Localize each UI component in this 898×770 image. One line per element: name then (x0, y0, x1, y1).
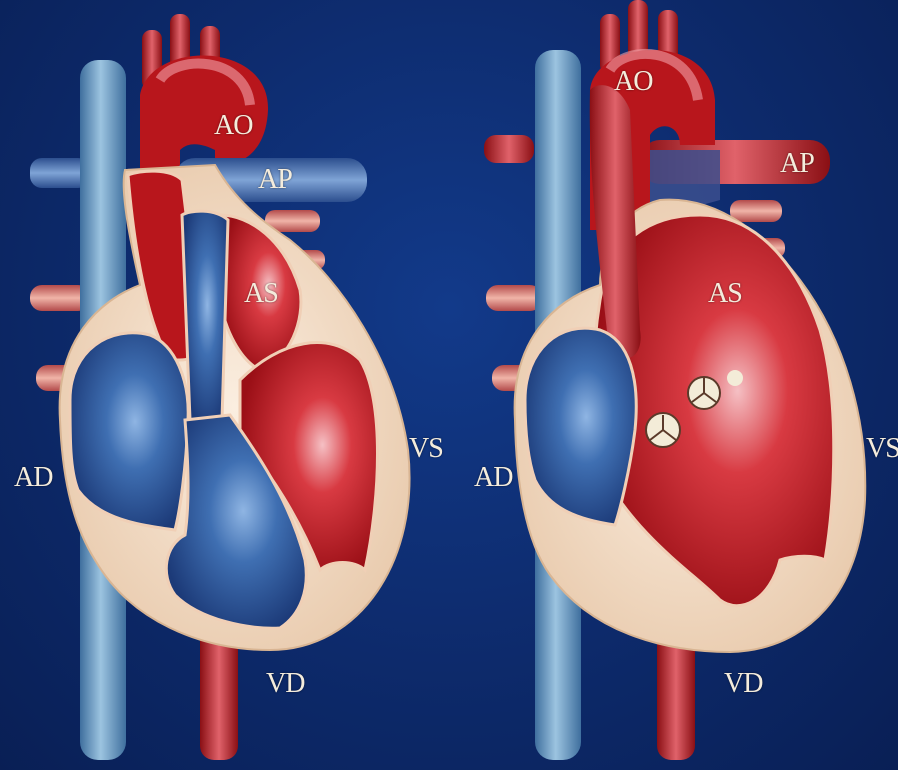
pulmonary-trunk (182, 211, 228, 420)
label-vd-right: VD (724, 668, 762, 700)
pulmonary-vein-right-1 (730, 200, 782, 222)
label-ao-left: AO (214, 110, 252, 142)
label-as-right: AS (708, 278, 742, 310)
label-vs-left: VS (409, 433, 443, 465)
label-vd-left: VD (266, 668, 304, 700)
label-ad-left: AD (14, 462, 52, 494)
label-ap-left: AP (258, 164, 292, 196)
label-as-left: AS (244, 278, 278, 310)
right-heart (484, 0, 865, 760)
label-ap-right: AP (780, 148, 814, 180)
valve-2 (688, 377, 720, 409)
label-ao-right: AO (614, 66, 652, 98)
label-ad-right: AD (474, 462, 512, 494)
valve-1 (646, 413, 680, 447)
label-vs-right: VS (866, 433, 898, 465)
pulmonary-vein-left-1 (486, 285, 542, 311)
right-branch-vessel (484, 135, 534, 163)
right-atrium (70, 333, 188, 530)
valve-3 (727, 370, 743, 386)
